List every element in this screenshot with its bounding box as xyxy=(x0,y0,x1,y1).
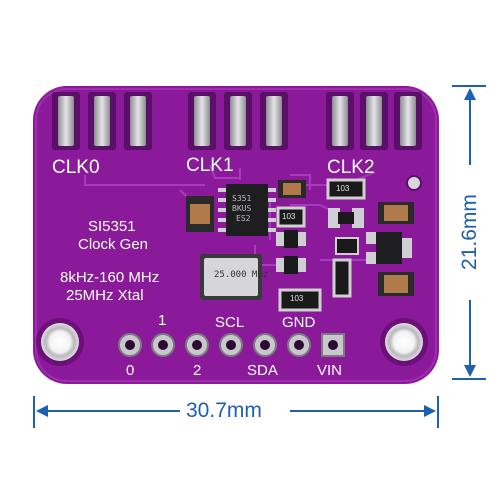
height-dimension-label: 21.6mm xyxy=(458,194,481,270)
resistor-marking-2: 103 xyxy=(290,294,304,303)
pcb-edge-highlight xyxy=(35,88,437,382)
pin-1 xyxy=(151,333,175,357)
pin-label-vin: VIN xyxy=(317,362,343,379)
capacitor-large xyxy=(186,196,214,232)
width-dimension-label: 30.7mm xyxy=(186,399,262,422)
part-number-label: SI5351 xyxy=(88,218,136,235)
clk1-pads xyxy=(188,92,288,150)
clk2-pads xyxy=(326,92,422,150)
chip-marking-3: ES2 xyxy=(236,214,251,223)
pin-0 xyxy=(118,333,142,357)
pin-label-gnd: GND xyxy=(282,314,316,331)
mounting-hole-right xyxy=(380,318,428,366)
smd-components xyxy=(276,178,414,312)
pin-2 xyxy=(185,333,209,357)
clk0-label: CLK0 xyxy=(52,157,100,178)
header-pins xyxy=(118,333,345,357)
pin-scl xyxy=(219,333,243,357)
height-dimension-line xyxy=(452,85,486,380)
pin-label-1: 1 xyxy=(158,312,167,329)
function-label: Clock Gen xyxy=(78,236,149,253)
clk2-label: CLK2 xyxy=(327,157,375,178)
via xyxy=(406,175,422,191)
pin-vin xyxy=(321,333,345,357)
clk0-pads xyxy=(52,92,152,150)
crystal xyxy=(200,254,262,300)
clk1-label: CLK1 xyxy=(186,155,234,176)
si5351-chip xyxy=(218,184,276,236)
mounting-hole-left xyxy=(36,318,84,366)
pin-label-sda: SDA xyxy=(247,362,278,379)
crystal-marking: 25.000 MHz xyxy=(214,270,269,280)
crystal-spec-label: 25MHz Xtal xyxy=(66,287,144,304)
pin-label-2: 2 xyxy=(193,362,202,379)
pin-label-0: 0 xyxy=(126,362,135,379)
pin-label-scl: SCL xyxy=(215,314,245,331)
resistor-marking-3: 103 xyxy=(336,184,350,193)
width-dimension-line xyxy=(33,396,439,428)
pin-sda xyxy=(253,333,277,357)
chip-marking-1: S351 xyxy=(232,194,252,203)
chip-marking-2: BKUS xyxy=(232,204,252,213)
pin-gnd xyxy=(287,333,311,357)
frequency-range-label: 8kHz-160 MHz xyxy=(60,269,160,286)
resistor-marking-1: 103 xyxy=(282,212,296,221)
